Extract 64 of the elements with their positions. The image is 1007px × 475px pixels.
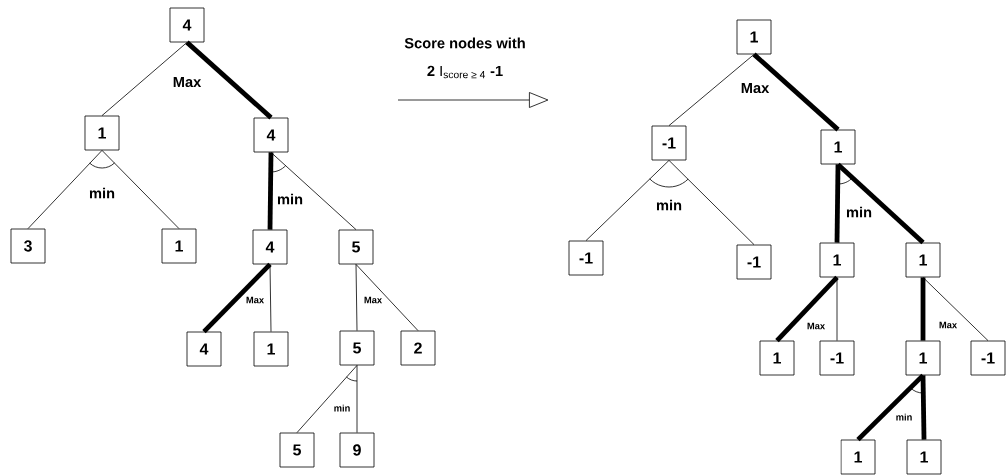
value-box: 1 (905, 340, 941, 376)
value-box: 1 (161, 228, 197, 264)
tree-edge (355, 264, 419, 331)
tree-edge (920, 375, 927, 440)
operator-label: Max (246, 296, 264, 304)
tree-edge (296, 365, 358, 433)
operator-label: Max (173, 76, 202, 88)
tree-edge (269, 264, 272, 332)
value-box: 3 (10, 228, 46, 264)
tree-edge (834, 164, 841, 243)
value-box: 1 (906, 439, 942, 475)
caption-text: Score nodes with (404, 37, 525, 49)
tree-edge (775, 275, 839, 343)
tree-edge (752, 52, 840, 132)
tree-edge (585, 160, 670, 241)
value-box: 1 (905, 242, 941, 278)
operator-label: min (277, 193, 303, 205)
value-box: 1 (736, 19, 772, 55)
operator-label: min (846, 206, 872, 218)
value-box: -1 (651, 125, 687, 161)
operator-label: Max (807, 322, 825, 330)
value-box: 4 (253, 117, 289, 153)
tree-edge (668, 54, 755, 126)
value-box: -1 (819, 340, 855, 376)
operator-label: Max (364, 296, 382, 304)
tree-edge (856, 373, 925, 442)
tree-edge (270, 152, 357, 230)
value-box: 1 (759, 340, 795, 376)
tree-edge (920, 277, 926, 341)
value-box: 1 (840, 439, 876, 475)
value-box: -1 (736, 244, 772, 280)
value-box: -1 (970, 340, 1006, 376)
tree-edge (101, 42, 188, 116)
value-box: 1 (84, 115, 120, 151)
value-box: 9 (339, 432, 375, 468)
operator-label: Max (741, 82, 770, 94)
tree-edge (836, 162, 925, 245)
tree-edge (267, 152, 274, 230)
value-box: -1 (568, 240, 604, 276)
tree-edge (356, 365, 358, 433)
value-box: 5 (279, 432, 315, 468)
operator-label: min (89, 187, 115, 199)
value-box: 4 (169, 7, 205, 43)
value-box: 1 (819, 242, 855, 278)
value-box: 4 (252, 229, 288, 265)
value-box: 5 (339, 330, 375, 366)
value-box: 1 (820, 129, 856, 165)
value-box: 5 (338, 229, 374, 265)
value-box: 4 (186, 331, 222, 367)
operator-label: min (896, 413, 912, 421)
tree-edge (27, 150, 103, 229)
tree-edge (202, 262, 272, 334)
value-box: 2 (400, 330, 436, 366)
operator-label: min (334, 404, 350, 412)
formula-text: 2 I$_{score ≥ 4}$ -1 (427, 65, 503, 79)
tree-edge (836, 277, 838, 341)
tree-edge (101, 150, 180, 229)
operator-label: Max (939, 321, 957, 329)
tree-edge (355, 264, 358, 331)
tree-edge (922, 277, 989, 341)
value-box: 1 (253, 331, 289, 367)
tree-edge (668, 160, 755, 245)
tree-edge (185, 40, 273, 120)
operator-label: min (656, 199, 682, 211)
